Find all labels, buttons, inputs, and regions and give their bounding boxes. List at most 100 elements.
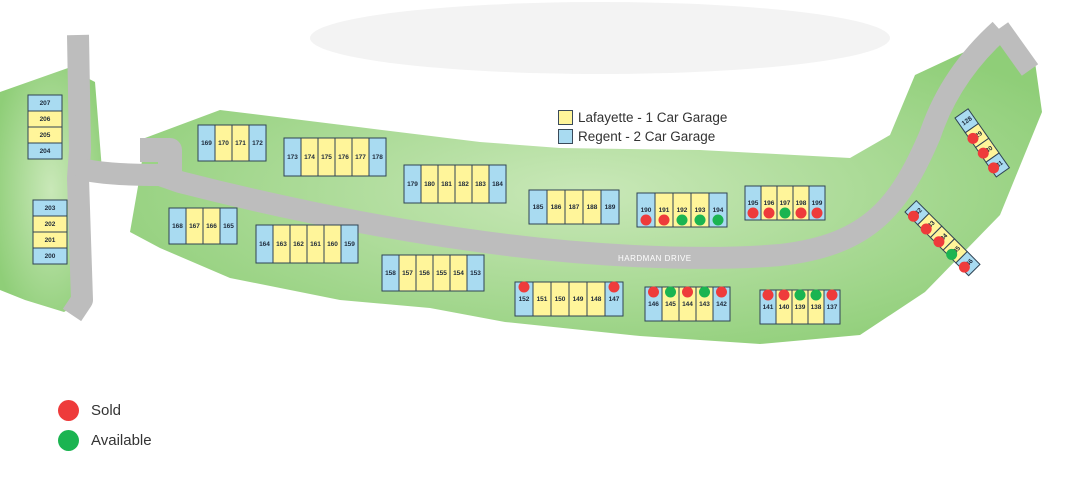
legend-regent-label: Regent - 2 Car Garage (578, 129, 716, 144)
lot-number: 173 (287, 154, 298, 161)
lot-189[interactable] (600, 189, 620, 225)
lot-number: 155 (436, 270, 447, 277)
lot-number: 160 (327, 241, 338, 248)
lot-number: 186 (551, 204, 562, 211)
lot-number: 159 (344, 241, 355, 248)
sold-marker-icon (811, 207, 823, 219)
lot-number: 153 (470, 270, 481, 277)
sold-marker-icon (518, 281, 530, 293)
road-network (62, 21, 1039, 322)
lot-number: 143 (699, 301, 710, 308)
lot-number: 151 (537, 296, 548, 303)
lot-number: 169 (201, 140, 212, 147)
lot-block: 132133134135136 (904, 199, 981, 277)
lot-178[interactable] (368, 137, 387, 177)
lot-165[interactable] (219, 207, 238, 245)
lot-number: 156 (419, 270, 430, 277)
sold-marker-icon (907, 210, 919, 222)
lot-172[interactable] (248, 124, 267, 162)
lot-number: 148 (591, 296, 602, 303)
lot-number: 201 (45, 237, 56, 244)
lot-184[interactable] (488, 164, 507, 204)
sold-marker-icon (608, 281, 620, 293)
lot-204[interactable] (27, 142, 63, 160)
lot-number: 179 (407, 181, 418, 188)
sold-marker-icon (967, 132, 979, 144)
lot-number: 185 (533, 204, 544, 211)
lot-number: 204 (40, 148, 51, 155)
lot-number: 166 (206, 223, 217, 230)
sold-marker-icon (795, 207, 807, 219)
sold-marker-icon (640, 214, 652, 226)
lot-number: 157 (402, 270, 413, 277)
lot-153[interactable] (466, 254, 485, 292)
lot-number: 200 (45, 253, 56, 260)
lot-number: 190 (641, 207, 652, 214)
lot-number: 158 (385, 270, 396, 277)
sold-marker-icon (648, 286, 659, 298)
lot-number: 182 (458, 181, 469, 188)
lot-number: 198 (796, 200, 807, 207)
legend-lafayette: Lafayette - 1 Car Garage (558, 110, 727, 125)
lot-number: 189 (605, 204, 616, 211)
lot-number: 175 (321, 154, 332, 161)
street-label: HARDMAN DRIVE (618, 254, 692, 263)
lot-number: 192 (677, 207, 688, 214)
lot-number: 207 (40, 100, 51, 107)
available-marker-icon (712, 214, 724, 226)
lot-number: 191 (659, 207, 670, 214)
lot-number: 145 (665, 301, 676, 308)
available-marker-icon (794, 289, 806, 301)
plan-legend: Lafayette - 1 Car Garage Regent - 2 Car … (558, 110, 727, 144)
lot-number: 171 (235, 140, 246, 147)
available-marker-icon (779, 207, 791, 219)
lot-number: 141 (763, 304, 774, 311)
sold-marker-icon (763, 207, 775, 219)
legend-sold: Sold (58, 400, 152, 421)
lot-159[interactable] (340, 224, 359, 264)
lot-number: 152 (519, 296, 530, 303)
lot-number: 162 (293, 241, 304, 248)
lot-number: 202 (45, 221, 56, 228)
lot-number: 139 (795, 304, 806, 311)
lot-number: 177 (355, 154, 366, 161)
available-marker-icon (694, 214, 706, 226)
lot-number: 167 (189, 223, 200, 230)
regent-swatch (558, 129, 573, 144)
lot-number: 146 (648, 301, 659, 308)
available-marker-icon (699, 286, 710, 298)
sold-marker-icon (826, 289, 838, 301)
lot-number: 195 (748, 200, 759, 207)
sold-marker-icon (747, 207, 759, 219)
lot-number: 144 (682, 301, 693, 308)
lot-number: 183 (475, 181, 486, 188)
lot-number: 181 (441, 181, 452, 188)
sold-marker-icon (682, 286, 693, 298)
lot-number: 194 (713, 207, 724, 214)
lot-number: 176 (338, 154, 349, 161)
legend-sold-label: Sold (91, 402, 122, 419)
lot-number: 150 (555, 296, 566, 303)
lot-number: 165 (223, 223, 234, 230)
lot-number: 206 (40, 116, 51, 123)
lot-number: 187 (569, 204, 580, 211)
lot-number: 199 (812, 200, 823, 207)
sold-marker-icon (988, 162, 1000, 174)
lot-number: 172 (252, 140, 263, 147)
status-legend: Sold Available (58, 400, 152, 451)
sold-marker-icon (920, 223, 932, 235)
lot-number: 149 (573, 296, 584, 303)
sold-marker-icon (658, 214, 670, 226)
lot-200[interactable] (32, 247, 68, 265)
